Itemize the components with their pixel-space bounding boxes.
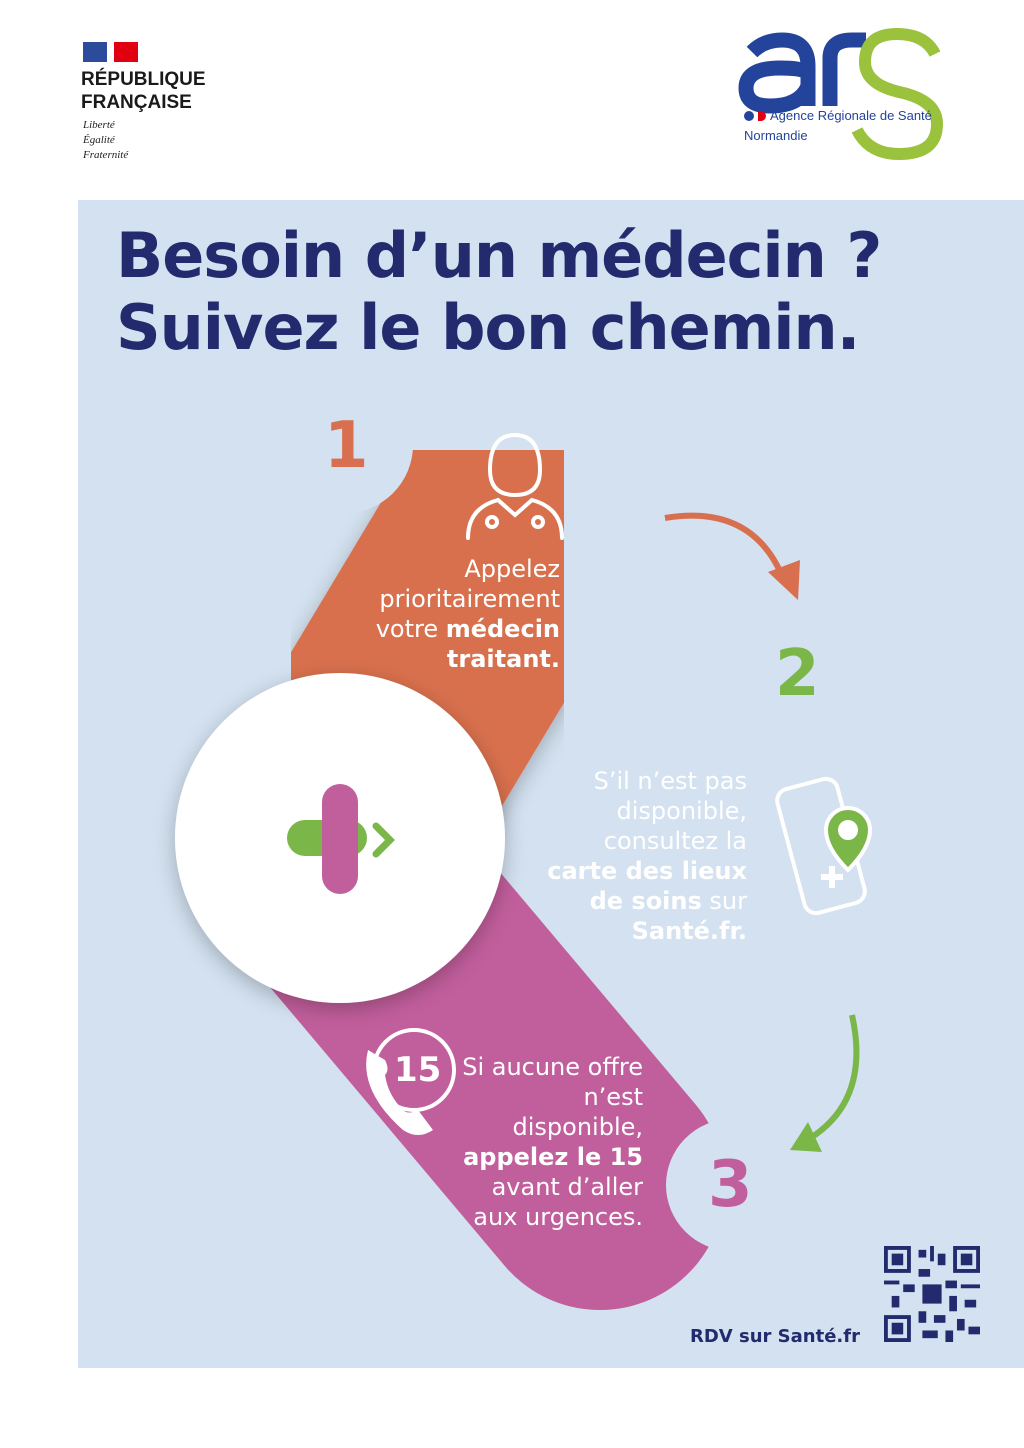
step1-number: 1: [324, 409, 369, 483]
center-logo-chevron: [372, 822, 395, 858]
arrow-2-to-3: [800, 1014, 860, 1146]
doctor-icon: [466, 432, 564, 540]
step1-badge: [277, 377, 413, 513]
title-line1: Besoin d’un médecin ?: [116, 219, 882, 292]
arrow-1-to-2: [664, 512, 788, 585]
rf-line2: FRANÇAISE: [81, 92, 192, 113]
title-line2: Suivez le bon chemin.: [116, 291, 860, 364]
step3-text-plain2: avant d’aller aux urgences.: [473, 1173, 643, 1231]
step3-text-plain: Si aucune offre n’est disponible,: [462, 1053, 643, 1141]
step3-badge: [666, 1119, 798, 1251]
step1-text-bold: médecin traitant.: [445, 615, 560, 673]
step2-badge: [733, 608, 861, 736]
step3-number: 3: [708, 1148, 753, 1222]
badge-15: 15: [394, 1050, 442, 1090]
rdv-link[interactable]: RDV sur Santé.fr: [690, 1326, 860, 1347]
step2-text-bold: carte des lieux de soins: [547, 857, 747, 915]
center-logo-pink: [322, 784, 358, 894]
step2-text-plain2: sur: [701, 887, 747, 915]
ars-logo: [738, 27, 944, 160]
phone-15-icon: [366, 1028, 456, 1135]
poster-title: Besoin d’un médecin ?Suivez le bon chemi…: [116, 219, 882, 364]
qr-code[interactable]: [884, 1246, 980, 1342]
step2-number: 2: [775, 637, 820, 711]
phone-map-icon: [775, 776, 873, 916]
rf-line1: RÉPUBLIQUE: [81, 69, 206, 90]
step3-text: Si aucune offre n’est disponible, appele…: [453, 1052, 643, 1232]
step1-text: Appelez prioritairement votre médecin tr…: [330, 554, 560, 674]
marianne-logo: [83, 42, 138, 62]
ars-agency-name: Agence Régionale de Santé: [770, 108, 932, 123]
step2-text-plain: S’il n’est pas disponible, consultez la: [593, 767, 747, 855]
motto-fraternite: Fraternité: [83, 149, 129, 161]
motto-liberte: Liberté: [83, 119, 115, 131]
step1-text-plain: Appelez prioritairement votre: [375, 555, 560, 643]
ars-region: Normandie: [744, 128, 808, 143]
step2-text: S’il n’est pas disponible, consultez la …: [527, 766, 747, 946]
ars-agency: Agence Régionale de Santé: [744, 108, 932, 124]
step2-text-bold2: Santé.fr.: [631, 917, 747, 945]
ars-logo-s: [851, 27, 944, 160]
step3-text-bold: appelez le 15: [463, 1143, 643, 1171]
motto-egalite: Égalité: [83, 134, 115, 146]
